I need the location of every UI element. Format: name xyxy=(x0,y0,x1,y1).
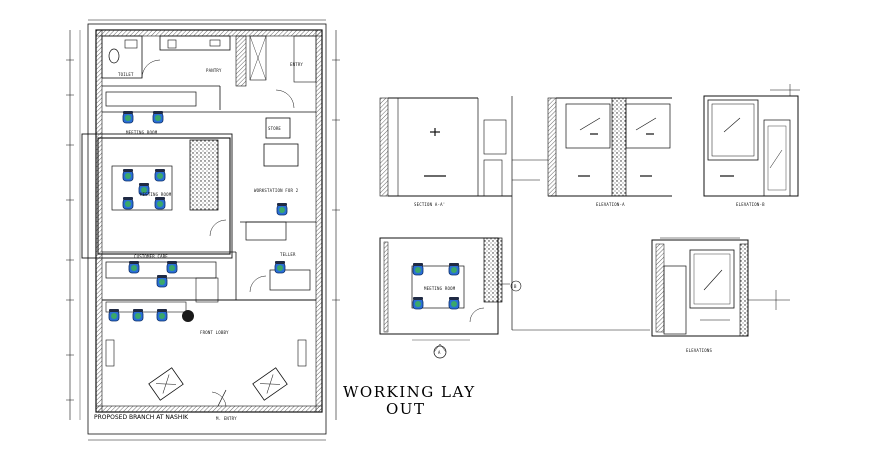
meeting-room-plan-view xyxy=(379,237,522,359)
marker-a: A xyxy=(438,350,441,355)
label-meeting-room-top: MEETING ROOM xyxy=(126,130,158,135)
label-customer-care: CUSTOMER CARE xyxy=(134,254,168,259)
label-front-lobby: FRONT LOBBY xyxy=(200,330,229,335)
label-pantry: PANTRY xyxy=(206,68,222,73)
drawing-title-line1: WORKING LAY xyxy=(343,383,476,401)
label-elevation-b: ELEVATION-B xyxy=(736,202,765,207)
elevation-c-view xyxy=(512,237,790,337)
section-aa-view xyxy=(379,96,548,330)
sheet-caption: PROPOSED BRANCH AT NASHIK xyxy=(94,414,189,421)
label-elevation-c: ELEVATIONS xyxy=(686,348,713,353)
label-teller: TELLER xyxy=(280,252,296,257)
label-entry-pantry: ENTRY xyxy=(290,62,304,67)
label-meeting-plan: MEETING ROOM xyxy=(424,286,456,291)
label-elevation-a: ELEVATION-A xyxy=(596,202,625,207)
marker-b: B xyxy=(514,284,517,289)
label-meeting-room: MEETING ROOM xyxy=(140,192,172,197)
label-toilet: TOILET xyxy=(118,72,134,77)
label-store: STORE xyxy=(268,126,282,131)
elevation-a-view xyxy=(547,97,672,197)
label-section-aa: SECTION A-A' xyxy=(414,202,446,207)
drawing-title-line2: OUT xyxy=(386,400,426,418)
label-main-entry: M. ENTRY xyxy=(216,416,237,421)
label-workstation: WORKSTATION FOR 2 xyxy=(254,188,299,193)
chair-group-plan xyxy=(108,110,288,322)
main-floor-plan xyxy=(66,19,340,441)
elevation-b-view xyxy=(703,84,800,197)
